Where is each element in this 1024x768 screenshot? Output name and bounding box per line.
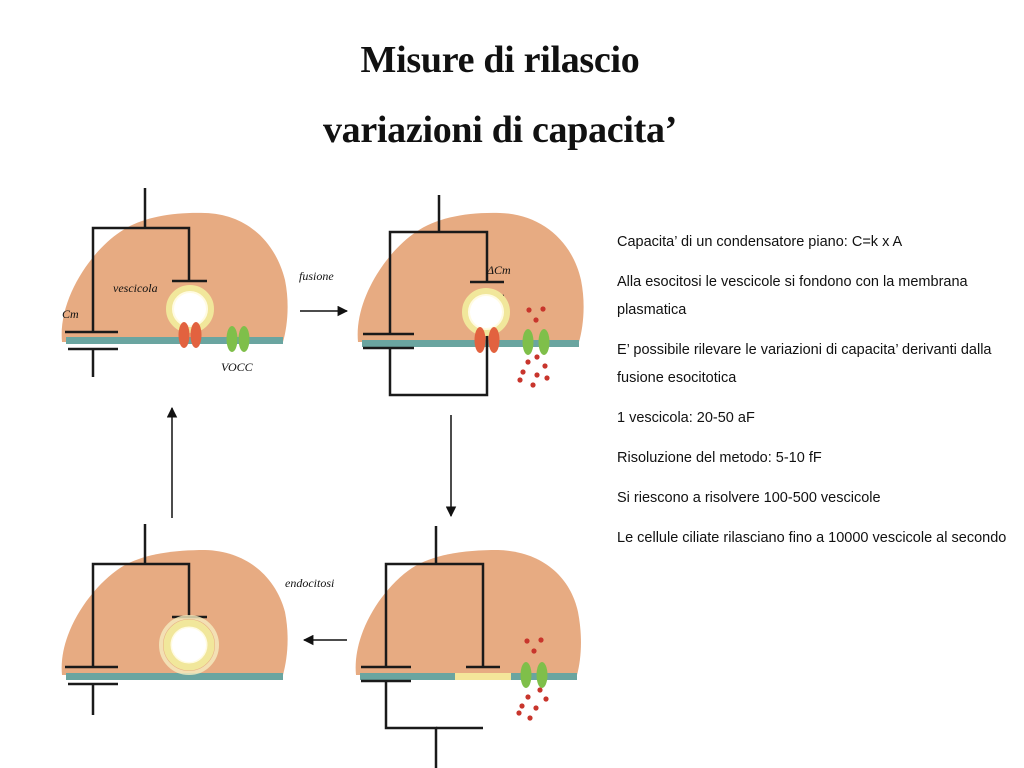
fusing-vesicle [462,288,510,336]
paragraph-resolvable-vesicles: Si riescono a risolvere 100-500 vescicol… [617,490,881,506]
red-channel [474,327,500,353]
cell-body [61,212,288,342]
slide-title-line-1: Misure di rilascio [360,39,640,81]
endocytosed-vesicle [159,615,219,675]
paragraph-single-vesicle: 1 vescicola: 20-50 aF [617,410,755,426]
cell-body [355,550,581,675]
vocc-channel [520,662,548,688]
endocitosi-label: endocitosi [285,576,334,590]
text-panel: Capacita’ di un condensatore piano: C=k … [617,228,1007,564]
cycle-arrows [166,305,457,646]
cell-membrane [66,673,283,680]
fused-membrane-patch [455,673,511,680]
panel-fusion: ΔCm [357,195,584,397]
paragraph-capacitance-formula: Capacita’ di un condensatore piano: C=k … [617,234,903,250]
capacitance-diagram: vescicola Cm VOCC [61,188,584,768]
released-neurotransmitter [516,637,549,721]
slide-title-line-2: variazioni di capacita’ [322,109,678,151]
vocc-channel [522,329,550,355]
circuit-wires [65,188,207,377]
red-channel [178,322,202,348]
panel-after-fusion [355,526,581,768]
vocc-label: VOCC [221,360,254,374]
cm-label: Cm [62,307,79,321]
vescicola-label: vescicola [113,281,158,295]
circuit-wires [361,526,500,768]
panel-endocytosis [61,524,288,715]
vocc-channel [226,326,250,352]
paragraph-hair-cells: Le cellule ciliate rilasciano fino a 100… [617,530,1007,546]
fusione-label: fusione [299,269,334,283]
paragraph-resolution: Risoluzione del metodo: 5-10 fF [617,450,822,466]
vesicle [166,285,214,333]
cell-membrane [66,337,283,344]
cell-body [61,550,288,675]
paragraph-exocytosis: Alla esocitosi le vescicole si fondono c… [617,274,968,318]
panel-before-fusion: vescicola Cm VOCC [61,188,288,377]
cell-membrane [362,340,579,347]
delta-cm-label: ΔCm [486,263,511,277]
released-neurotransmitter [517,306,550,388]
paragraph-capacitance-detection: E’ possibile rilevare le variazioni di c… [617,342,992,386]
